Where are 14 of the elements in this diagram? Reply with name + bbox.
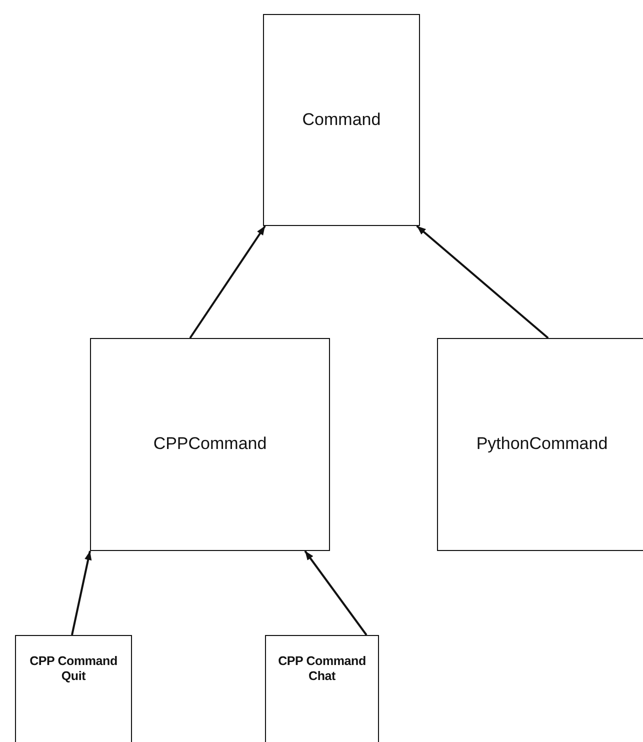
- arrow: [71, 550, 92, 636]
- class-name: CPP Command Chat: [277, 654, 367, 684]
- arrow: [189, 225, 266, 339]
- arrow: [304, 550, 368, 636]
- class-box: [90, 338, 330, 551]
- arrow: [416, 225, 549, 339]
- class-box: [265, 635, 379, 742]
- class-name: CPP Command Quit: [28, 654, 118, 684]
- class-name: PythonCommand: [476, 434, 608, 455]
- class-name: Command: [302, 110, 381, 130]
- class-name: CPPCommand: [153, 434, 267, 455]
- class-box: [263, 14, 420, 226]
- class-box: [437, 338, 643, 551]
- class-box: [15, 635, 132, 742]
